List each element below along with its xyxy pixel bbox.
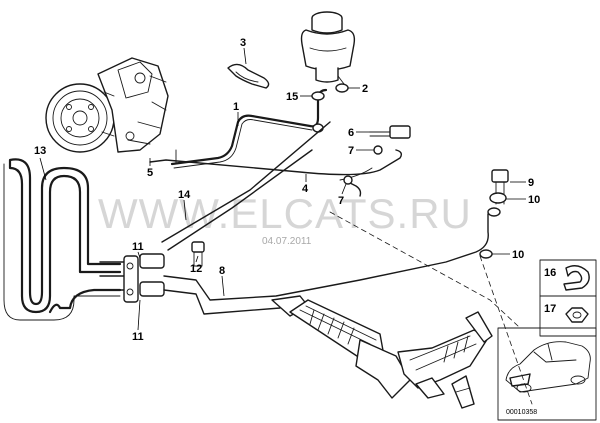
car-silhouette-icon bbox=[505, 341, 591, 393]
callout-10b[interactable]: 10 bbox=[512, 249, 524, 261]
callout-17[interactable]: 17 bbox=[544, 303, 556, 315]
diagram-date: 04.07.2011 bbox=[262, 236, 312, 247]
bolt-icon bbox=[191, 241, 205, 267]
power-steering-pump-icon[interactable] bbox=[45, 57, 169, 153]
callout-14[interactable]: 14 bbox=[178, 189, 191, 201]
callout-15[interactable]: 15 bbox=[286, 91, 298, 103]
feed-line[interactable] bbox=[163, 213, 489, 301]
callout-2[interactable]: 2 bbox=[362, 83, 368, 95]
callout-8[interactable]: 8 bbox=[219, 265, 225, 277]
callout-13[interactable]: 13 bbox=[34, 145, 46, 157]
steering-rack-icon[interactable] bbox=[271, 295, 493, 409]
callout-5[interactable]: 5 bbox=[147, 167, 153, 179]
callout-7b[interactable]: 7 bbox=[338, 195, 344, 207]
callout-11a[interactable]: 11 bbox=[132, 241, 144, 253]
callout-11b[interactable]: 11 bbox=[132, 331, 144, 343]
callout-10a[interactable]: 10 bbox=[528, 194, 540, 206]
callout-12[interactable]: 12 bbox=[190, 263, 202, 275]
banjo-bolt-icon bbox=[343, 125, 411, 185]
inset-parts-box bbox=[539, 259, 597, 337]
watermark: WWW.ELCATS.RU bbox=[98, 190, 472, 237]
callout-1[interactable]: 1 bbox=[233, 101, 239, 113]
callout-4[interactable]: 4 bbox=[302, 183, 309, 195]
suction-hose[interactable] bbox=[170, 88, 328, 166]
hose-clamp-icon[interactable] bbox=[227, 63, 270, 89]
callout-6[interactable]: 6 bbox=[348, 127, 354, 139]
hollow-bolt-icon bbox=[479, 169, 509, 259]
clip-icon bbox=[563, 265, 590, 291]
pressure-line[interactable] bbox=[149, 149, 403, 176]
oil-cooler-coil-icon[interactable] bbox=[3, 158, 122, 321]
diagram-code: 00010358 bbox=[506, 409, 537, 416]
nut-icon bbox=[565, 307, 589, 323]
car-location-inset: 00010358 bbox=[497, 327, 597, 421]
fluid-reservoir-icon[interactable] bbox=[300, 11, 356, 85]
callout-9[interactable]: 9 bbox=[528, 177, 534, 189]
callouts: 1 2 3 4 5 6 7 7 8 9 10 10 11 11 12 13 14 bbox=[34, 37, 556, 343]
clamp-fittings-icon bbox=[123, 253, 165, 303]
callout-7a[interactable]: 7 bbox=[348, 145, 354, 157]
callout-3[interactable]: 3 bbox=[240, 37, 246, 49]
callout-16[interactable]: 16 bbox=[544, 267, 556, 279]
